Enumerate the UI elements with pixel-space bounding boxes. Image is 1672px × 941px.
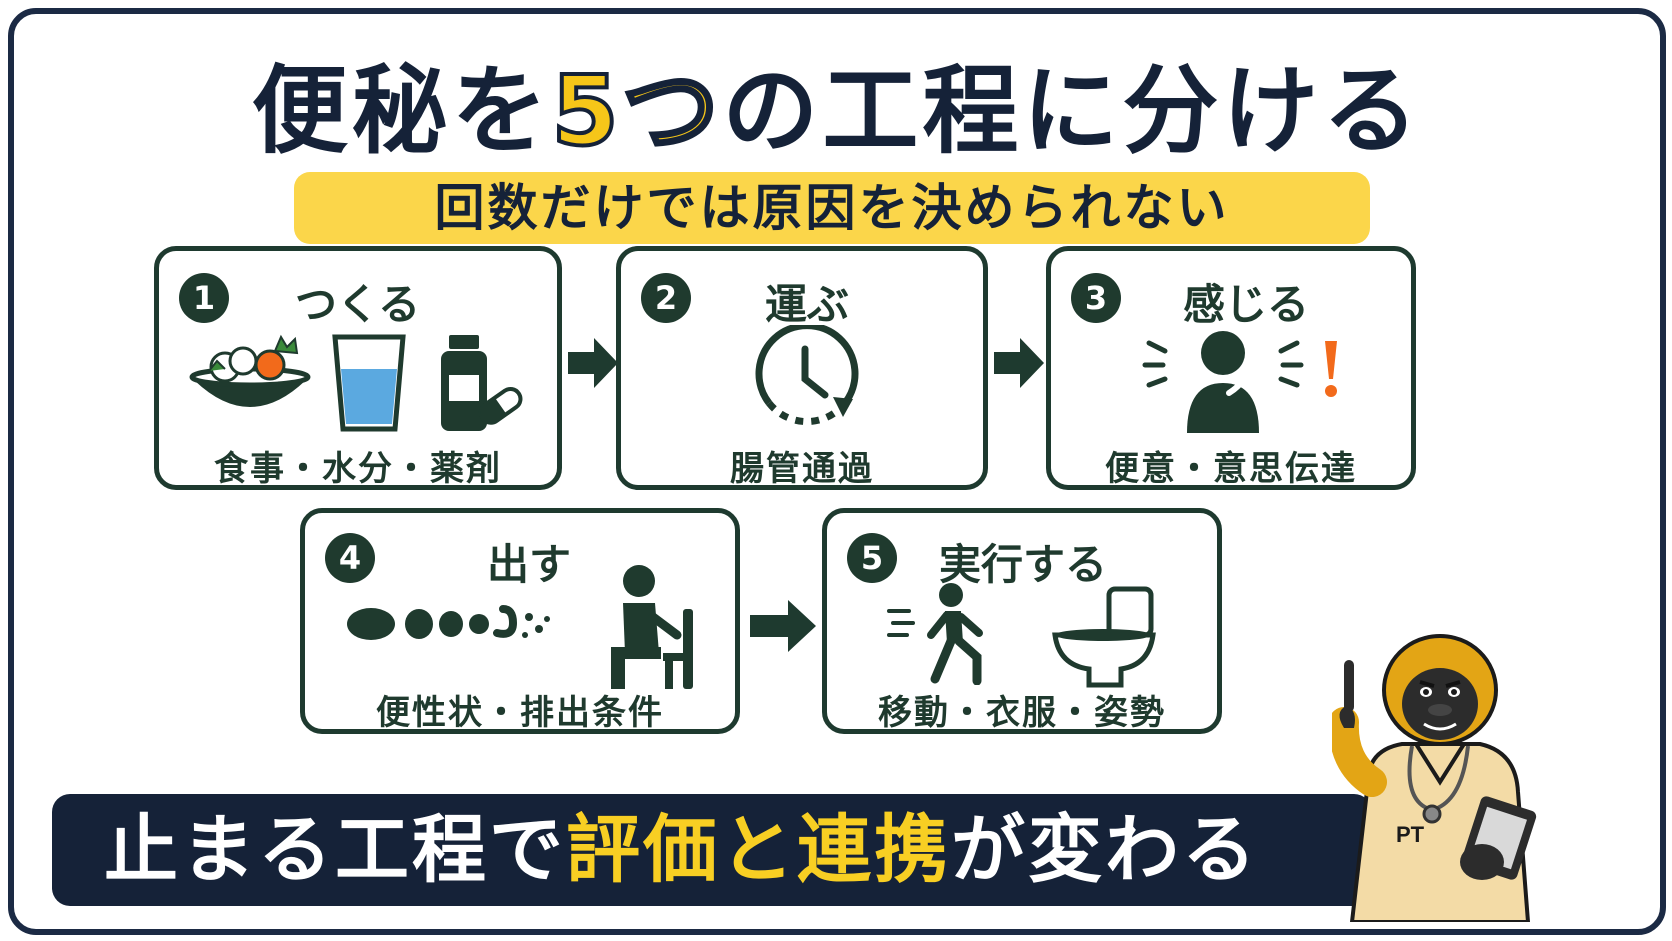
page-title: 便秘を5つの工程に分ける	[14, 54, 1660, 168]
banner-part-1: 止まる工程で	[104, 807, 566, 893]
step-number-badge: 3	[1071, 273, 1121, 323]
pt-badge-label: PT	[1396, 822, 1425, 847]
medicine-bottle-icon	[441, 335, 523, 431]
exclamation-icon	[1325, 341, 1337, 397]
conclusion-banner: 止まる工程で評価と連携が変わる	[52, 794, 1372, 906]
person-sensing-icon	[1142, 331, 1304, 433]
step-title: 運ぶ	[765, 280, 850, 329]
title-part-2: の工程に分ける	[722, 55, 1423, 167]
step-card-5: 5 実行する 移動・衣服・姿勢	[822, 508, 1222, 734]
step-caption: 便意・意思伝達	[1105, 449, 1357, 489]
step-number-badge: 4	[325, 533, 375, 583]
banner-highlight: 評価と連携	[566, 807, 951, 893]
water-glass-icon	[332, 334, 406, 432]
step-card-4: 4 出す 便性状・排出条件	[300, 508, 740, 734]
step-number-badge: 2	[641, 273, 691, 323]
step-caption: 便性状・排出条件	[376, 693, 664, 733]
flow-arrow-icon	[994, 338, 1044, 388]
gorilla-pt-mascot: PT	[1328, 632, 1542, 926]
banner-part-2: が変わる	[951, 807, 1259, 893]
step-title: 出す	[487, 540, 572, 589]
gorilla-illustration: PT	[1328, 634, 1537, 924]
step-title: つくる	[295, 280, 421, 329]
step-card-1: 1 つくる 食事・水分・薬剤	[154, 246, 562, 490]
step-title: 感じる	[1183, 280, 1310, 329]
clock-cycle-icon	[755, 325, 859, 426]
stool-forms-icon	[347, 605, 550, 640]
infographic-frame: 便秘を5つの工程に分ける 回数だけでは原因を決められない 1 つくる	[8, 8, 1666, 935]
step-title: 実行する	[939, 540, 1108, 589]
food-bowl-icon	[189, 334, 311, 407]
step-number-badge: 5	[847, 533, 897, 583]
step-card-3: 3 感じる 便意・意思伝達	[1046, 246, 1416, 490]
flow-arrow-icon	[750, 600, 816, 652]
flow-arrow-icon	[568, 338, 618, 388]
seated-person-icon	[611, 565, 693, 689]
step-card-2: 2 運ぶ 腸管通過	[616, 246, 988, 490]
toilet-icon	[1052, 586, 1156, 688]
step-caption: 腸管通過	[730, 449, 874, 489]
step-caption: 移動・衣服・姿勢	[878, 693, 1166, 733]
subtitle-band: 回数だけでは原因を決められない	[294, 172, 1370, 244]
walking-person-icon	[887, 583, 983, 685]
title-part-1: 便秘を	[251, 55, 552, 167]
title-accent: 5つ	[550, 54, 723, 168]
step-number-badge: 1	[179, 273, 229, 323]
step-caption: 食事・水分・薬剤	[214, 449, 502, 489]
